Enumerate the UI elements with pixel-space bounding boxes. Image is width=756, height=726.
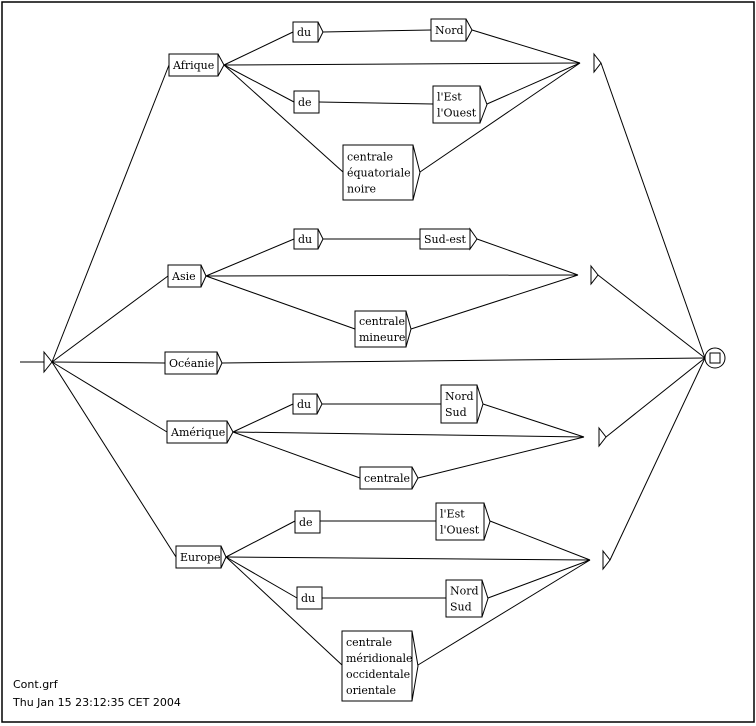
- node-amerique-join[interactable]: [598, 426, 607, 448]
- box-label-line: du: [301, 592, 315, 605]
- transitions: [20, 29, 706, 666]
- box-label-line: Afrique: [172, 59, 214, 72]
- box-label-line: centrale: [346, 636, 392, 649]
- box-asie[interactable]: Asie: [167, 264, 207, 288]
- box-afrique-du[interactable]: du: [292, 21, 324, 43]
- box-label-line: l'Est: [440, 508, 465, 521]
- box-amerique-du[interactable]: du: [292, 393, 323, 415]
- box-frame: [445, 579, 483, 618]
- box-label-line: du: [297, 26, 311, 39]
- box-label-line: Océanie: [169, 357, 214, 370]
- box-output-arrow: [476, 384, 484, 424]
- box-output-arrow: [220, 545, 227, 569]
- box-label-line: Amérique: [170, 426, 225, 439]
- box-europe[interactable]: Europe: [175, 545, 227, 569]
- box-label-line: l'Est: [437, 91, 462, 104]
- box-label-line: équatoriale: [347, 167, 411, 180]
- box-frame: [293, 90, 320, 114]
- box-amerique[interactable]: Amérique: [166, 420, 234, 444]
- box-afrique-de[interactable]: de: [293, 90, 320, 114]
- box-output-arrow: [216, 351, 223, 375]
- box-asie-sud-est[interactable]: Sud-est: [419, 227, 478, 251]
- box-output-arrow: [226, 420, 234, 444]
- box-output-arrow: [411, 630, 419, 702]
- box-label-line: méridionale: [346, 652, 413, 665]
- box-label-line: Sud: [445, 406, 467, 419]
- final-state[interactable]: [704, 347, 726, 369]
- box-output-arrow: [217, 53, 225, 77]
- box-frame: [341, 630, 413, 702]
- box-frame: [440, 384, 478, 424]
- box-frame: [435, 502, 485, 541]
- box-label-line: l'Ouest: [437, 107, 477, 120]
- box-asie-centrale[interactable]: centrale mineure: [354, 310, 412, 348]
- node-europe-join[interactable]: [602, 549, 611, 571]
- box-label-line: noire: [347, 183, 376, 196]
- box-frame: [296, 586, 323, 610]
- box-label-line: Nord: [450, 585, 479, 598]
- box-output-arrow: [469, 227, 478, 251]
- box-frame: [342, 144, 414, 201]
- box-output-arrow: [316, 393, 323, 415]
- box-label-line: du: [297, 398, 311, 411]
- box-label-line: Nord: [445, 390, 474, 403]
- box-label-line: Europe: [180, 551, 221, 564]
- box-output-arrow: [483, 502, 491, 541]
- box-output-arrow: [412, 144, 421, 201]
- box-label-line: du: [298, 233, 312, 246]
- box-europe-centrale[interactable]: centrale méridionale occidentale orientale: [341, 630, 419, 702]
- box-label-line: de: [299, 516, 313, 529]
- box-label-line: centrale: [347, 151, 393, 164]
- box-frame: [354, 310, 407, 348]
- box-oceanie[interactable]: Océanie: [164, 351, 223, 375]
- graph-date: Thu Jan 15 23:12:35 CET 2004: [12, 696, 181, 709]
- box-label-line: Sud: [450, 601, 472, 614]
- box-label-line: occidentale: [346, 668, 410, 681]
- box-afrique[interactable]: Afrique: [168, 53, 225, 77]
- box-label-line: l'Ouest: [440, 524, 480, 537]
- box-label-line: Sud-est: [424, 233, 467, 246]
- box-afrique-est-ouest[interactable]: l'Est l'Ouest: [432, 85, 488, 124]
- box-afrique-nord[interactable]: Nord: [430, 18, 473, 42]
- box-europe-du[interactable]: du: [296, 586, 323, 610]
- box-label-line: orientale: [346, 684, 396, 697]
- box-output-arrow: [317, 228, 324, 250]
- box-amerique-centrale[interactable]: centrale: [359, 466, 419, 490]
- box-output-arrow: [405, 310, 412, 348]
- initial-state-arrow[interactable]: [43, 350, 53, 374]
- box-output-arrow: [465, 18, 473, 42]
- node-asie-join[interactable]: [590, 264, 599, 286]
- box-label-line: centrale: [364, 472, 410, 485]
- graph-filename: Cont.grf: [13, 678, 59, 691]
- node-afrique-join[interactable]: [593, 52, 602, 74]
- box-frame: [432, 85, 481, 124]
- box-afrique-centrale[interactable]: centrale équatoriale noire: [342, 144, 421, 201]
- box-label-line: Nord: [435, 24, 464, 37]
- box-europe-est-ouest[interactable]: l'Est l'Ouest: [435, 502, 491, 541]
- box-label-line: de: [298, 96, 312, 109]
- box-output-arrow: [481, 579, 489, 618]
- box-europe-de[interactable]: de: [294, 510, 321, 534]
- box-label-line: Asie: [171, 270, 196, 283]
- box-label-line: mineure: [359, 331, 405, 344]
- box-asie-du[interactable]: du: [293, 228, 324, 250]
- box-output-arrow: [200, 264, 207, 288]
- box-label-line: centrale: [359, 315, 405, 328]
- box-frame: [294, 510, 321, 534]
- box-output-arrow: [411, 466, 419, 490]
- box-output-arrow: [317, 21, 324, 43]
- box-output-arrow: [479, 85, 488, 124]
